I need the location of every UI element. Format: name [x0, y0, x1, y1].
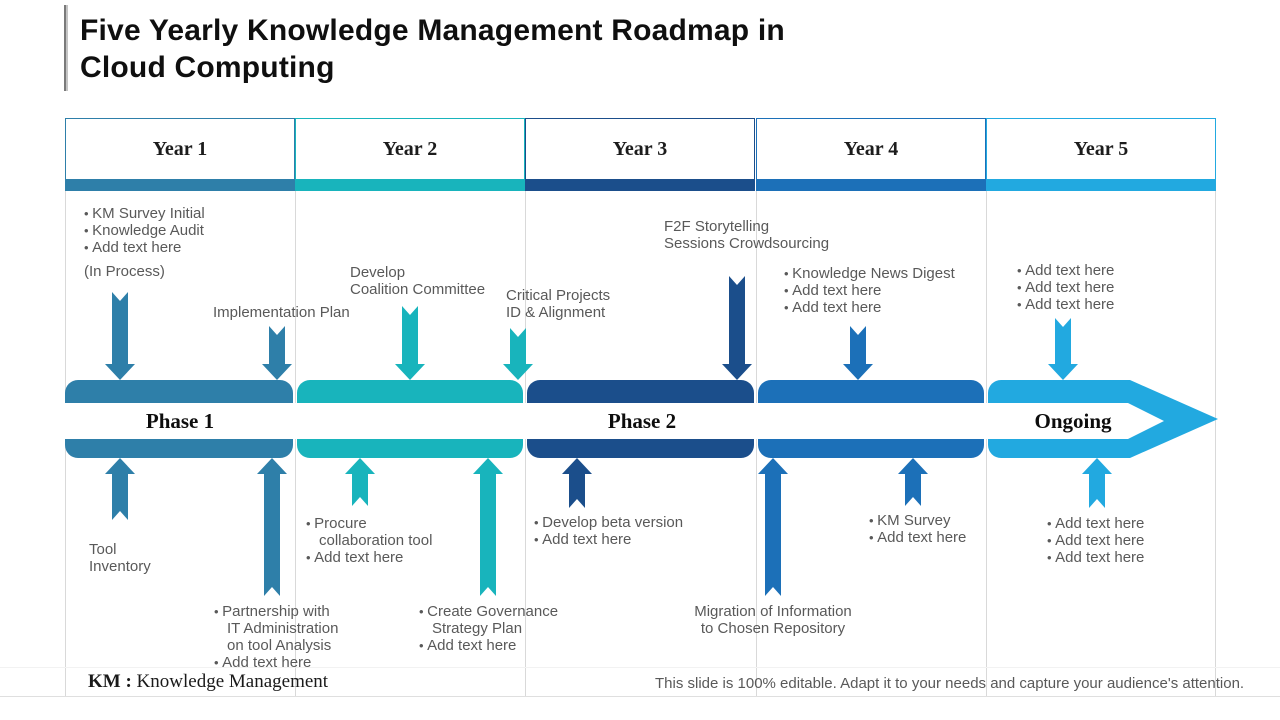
footer-abbr-key: KM :	[88, 671, 132, 692]
year-4-color-bar	[756, 180, 986, 191]
note-status: (In Process)	[84, 263, 165, 280]
column-separator	[525, 191, 526, 697]
note-line: Add text here	[84, 239, 205, 256]
note-line: Develop beta version	[534, 514, 683, 531]
note-line: F2F Storytelling	[664, 218, 770, 235]
note-line: Sessions Crowdsourcing	[664, 235, 830, 252]
note-line: Critical Projects	[506, 287, 611, 304]
note-line: Add text here	[306, 549, 432, 566]
note-line: Tool	[89, 541, 117, 558]
note-line: IT Administration	[227, 620, 339, 637]
note-implementation-plan: Implementation Plan	[213, 304, 350, 321]
column-separator	[756, 191, 757, 697]
note-line: Add text here	[214, 654, 338, 671]
note-line: ID & Alignment	[506, 304, 606, 321]
footer-abbr-meaning: Knowledge Management	[136, 671, 329, 692]
note-line: KM Survey	[869, 512, 966, 529]
note-line: Create Governance	[419, 603, 558, 620]
page-title-line2: Cloud Computing	[80, 51, 335, 84]
column-separator	[986, 191, 987, 697]
note-line: Add text here	[1047, 549, 1144, 566]
up-arrow	[898, 458, 928, 506]
up-arrow	[105, 458, 135, 520]
note-migration: Migration of Information to Chosen Repos…	[683, 603, 863, 637]
title-accent-bar	[64, 5, 68, 91]
note-year5-top: Add text here Add text here Add text her…	[1017, 262, 1114, 313]
down-arrow	[262, 326, 292, 380]
phase-2-label: Phase 2	[607, 409, 677, 433]
note-line: Add text here	[1017, 279, 1114, 296]
up-arrow	[562, 458, 592, 508]
note-line: Add text here	[1047, 515, 1144, 532]
up-arrow	[1082, 458, 1112, 508]
note-line: Knowledge News Digest	[784, 265, 955, 282]
note-year1-top: KM Survey Initial Knowledge Audit Add te…	[84, 205, 205, 280]
year-2-color-bar	[295, 180, 525, 191]
down-arrow	[105, 292, 135, 380]
column-separator	[1215, 191, 1216, 697]
phase-1-label: Phase 1	[145, 409, 215, 433]
down-arrow	[722, 276, 752, 380]
note-line: Strategy Plan	[432, 620, 523, 637]
year-5-color-bar	[986, 180, 1216, 191]
note-line: Add text here	[534, 531, 683, 548]
down-arrow	[843, 326, 873, 380]
note-beta-version: Develop beta version Add text here	[534, 514, 683, 548]
year-1-color-bar	[65, 180, 295, 191]
note-governance-plan: Create Governance Strategy Plan Add text…	[419, 603, 558, 654]
down-arrow	[503, 328, 533, 380]
note-critical-projects: Critical Projects ID & Alignment	[506, 287, 610, 321]
note-line: Migration of Information	[694, 603, 852, 620]
note-line: Add text here	[419, 637, 558, 654]
note-line: Procure	[306, 515, 432, 532]
note-line: Add text here	[1017, 262, 1114, 279]
note-line: on tool Analysis	[227, 637, 332, 654]
year-3-color-bar	[525, 180, 755, 191]
year-1-header: Year 1	[65, 118, 295, 180]
note-line: Partnership with	[214, 603, 338, 620]
note-partnership: Partnership with IT Administration on to…	[214, 603, 338, 671]
note-line: Add text here	[784, 299, 955, 316]
year-2-header: Year 2	[295, 118, 525, 180]
note-develop-coalition: Develop Coalition Committee	[350, 264, 485, 298]
column-separator	[295, 191, 296, 697]
note-line: Inventory	[89, 558, 151, 575]
note-line: Add text here	[869, 529, 966, 546]
note-line: Add text here	[1047, 532, 1144, 549]
timeline-white-band	[65, 403, 1128, 439]
down-arrow	[395, 306, 425, 380]
note-line: Develop	[350, 264, 406, 281]
note-line: Add text here	[1017, 296, 1114, 313]
note-procure-tool: Procure collaboration tool Add text here	[306, 515, 432, 566]
footer-editable-note: This slide is 100% editable. Adapt it to…	[655, 675, 1245, 692]
note-line: Implementation Plan	[213, 304, 350, 321]
ongoing-label: Ongoing	[1034, 409, 1112, 433]
note-line: KM Survey Initial	[84, 205, 205, 222]
note-f2f-storytelling: F2F Storytelling Sessions Crowdsourcing	[664, 218, 829, 252]
year-4-header: Year 4	[756, 118, 986, 180]
note-line: Knowledge Audit	[84, 222, 205, 239]
down-arrow	[1048, 318, 1078, 380]
page-title-line1: Five Yearly Knowledge Management Roadmap…	[80, 14, 785, 47]
note-knowledge-news: Knowledge News Digest Add text here Add …	[784, 265, 955, 316]
year-3-header: Year 3	[525, 118, 755, 180]
note-km-survey: KM Survey Add text here	[869, 512, 966, 546]
note-line: to Chosen Repository	[700, 620, 846, 637]
up-arrow	[345, 458, 375, 506]
footer-top-divider	[0, 667, 1280, 668]
up-arrow	[758, 458, 788, 596]
note-line: collaboration tool	[319, 532, 433, 549]
up-arrow	[473, 458, 503, 596]
up-arrow	[257, 458, 287, 596]
note-tool-inventory: Tool Inventory	[89, 541, 151, 575]
year-5-header: Year 5	[986, 118, 1216, 180]
page-title: Five Yearly Knowledge Management Roadmap…	[80, 12, 960, 86]
note-line: Add text here	[784, 282, 955, 299]
note-year5-bottom: Add text here Add text here Add text her…	[1047, 515, 1144, 566]
footer-abbreviation: KM : Knowledge Management	[88, 671, 328, 693]
note-line: Coalition Committee	[350, 281, 486, 298]
footer-bottom-divider	[0, 696, 1280, 697]
